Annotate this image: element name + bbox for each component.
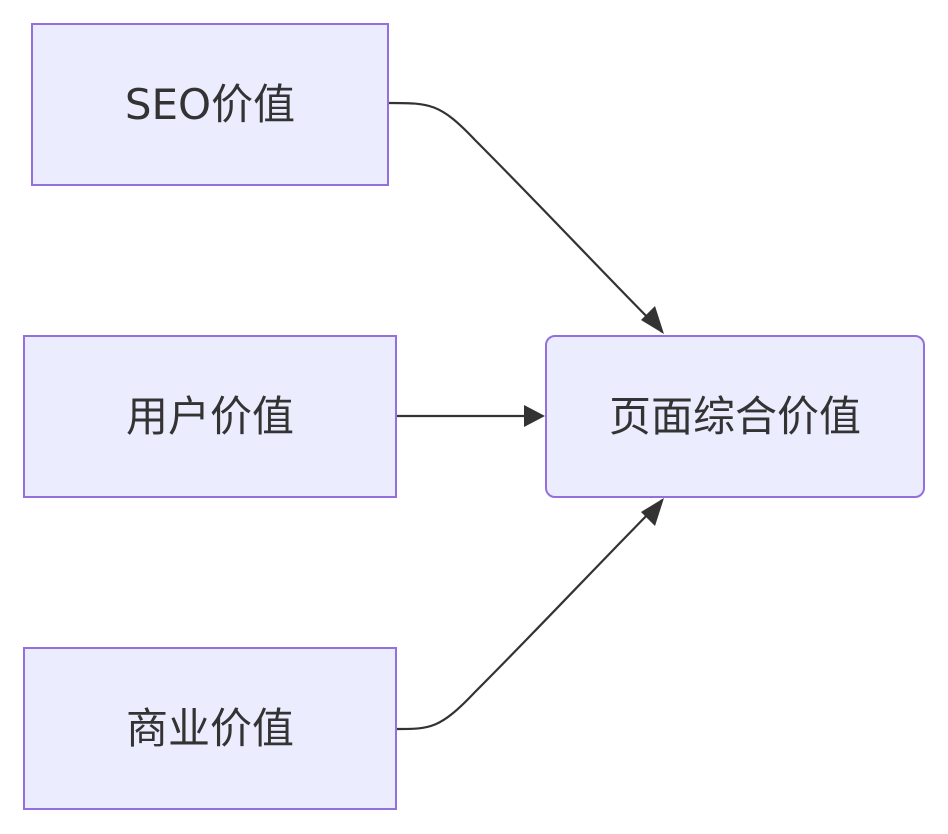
edge-biz-to-total: [396, 499, 663, 731]
node-page-total-value: 页面综合价值: [545, 335, 925, 498]
node-business-value: 商业价值: [23, 647, 397, 810]
edge-user-to-total-arrow: [524, 405, 545, 427]
edge-seo-to-total: [388, 101, 663, 333]
node-seo-value-label: SEO价值: [124, 79, 296, 129]
node-page-total-value-label: 页面综合价值: [608, 391, 861, 441]
node-business-value-label: 商业价值: [125, 703, 294, 753]
node-user-value: 用户价值: [23, 335, 397, 498]
edge-seo-to-total-arrow: [641, 306, 664, 334]
edge-biz-to-total-arrow: [641, 498, 664, 526]
node-user-value-label: 用户价值: [125, 391, 294, 441]
node-seo-value: SEO价值: [31, 23, 389, 186]
